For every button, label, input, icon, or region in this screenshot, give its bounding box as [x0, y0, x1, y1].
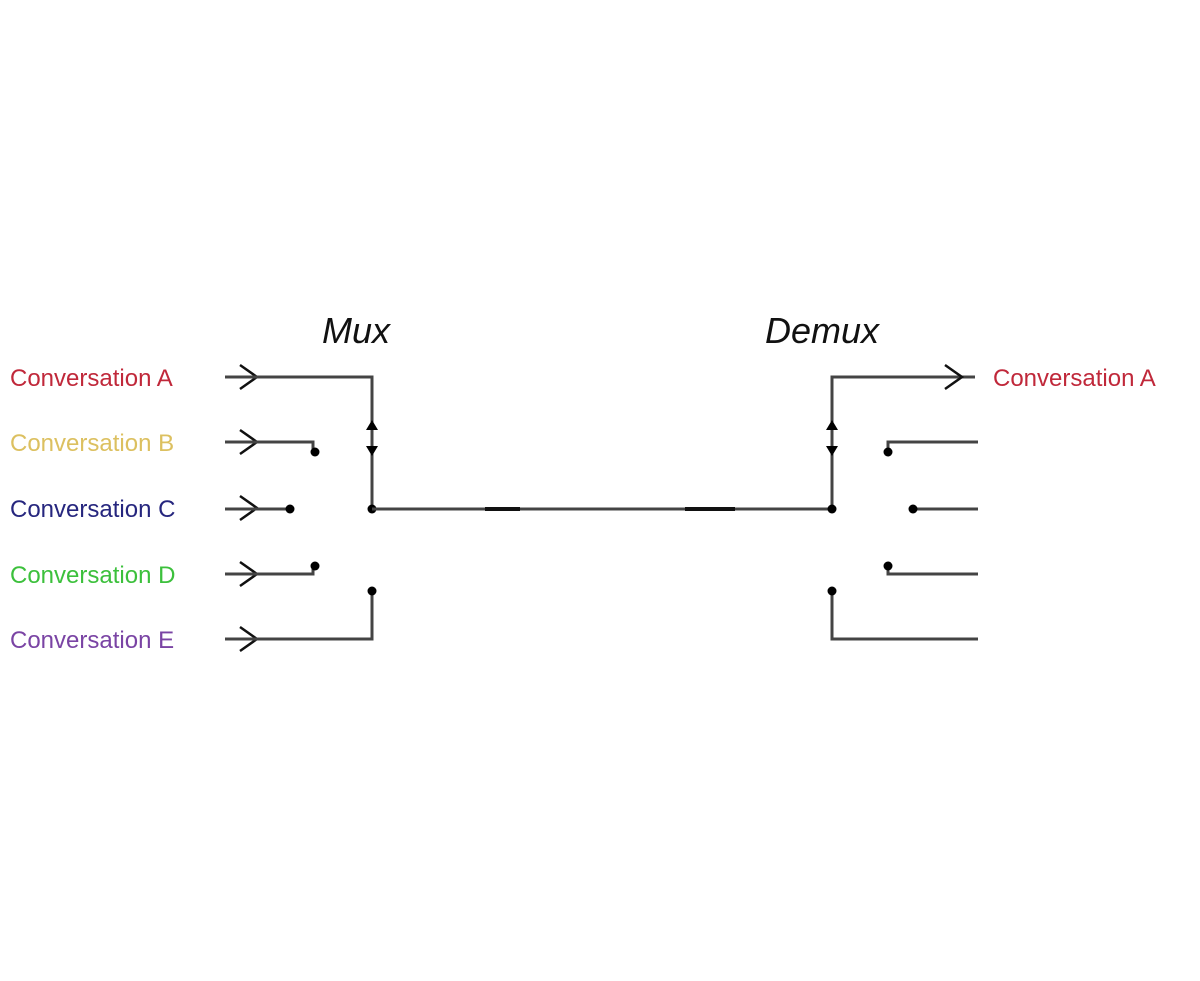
mux-wires [225, 375, 378, 641]
contact-dot [908, 504, 918, 514]
contact-dot [310, 447, 320, 457]
out-wire-a [830, 375, 975, 509]
input-label-e: Conversation E [10, 627, 174, 654]
demux-wires [826, 363, 978, 641]
mux-title: Mux [322, 310, 392, 351]
demux-title: Demux [765, 310, 881, 351]
input-label-b: Conversation B [10, 430, 174, 457]
out-wire-e [830, 591, 978, 641]
contact-dot [310, 561, 320, 571]
out-wire-d [886, 566, 978, 576]
switch-contact-icon [826, 420, 838, 456]
output-label-a: Conversation A [993, 365, 1156, 392]
out-wire-b [886, 440, 978, 452]
contact-dot [883, 447, 893, 457]
input-label-d: Conversation D [10, 562, 175, 589]
contact-dot [827, 504, 837, 514]
input-label-c: Conversation C [10, 496, 175, 523]
wire-d [225, 566, 315, 576]
contact-dot [285, 504, 295, 514]
arrow-icon [944, 363, 965, 391]
wire-e [225, 591, 374, 641]
switch-contact-icon [366, 420, 378, 456]
wire-b [225, 440, 315, 452]
contact-dot [827, 586, 837, 596]
wire-a [225, 375, 374, 509]
input-label-a: Conversation A [10, 365, 173, 392]
contact-dot [883, 561, 893, 571]
contact-dot [367, 586, 377, 596]
